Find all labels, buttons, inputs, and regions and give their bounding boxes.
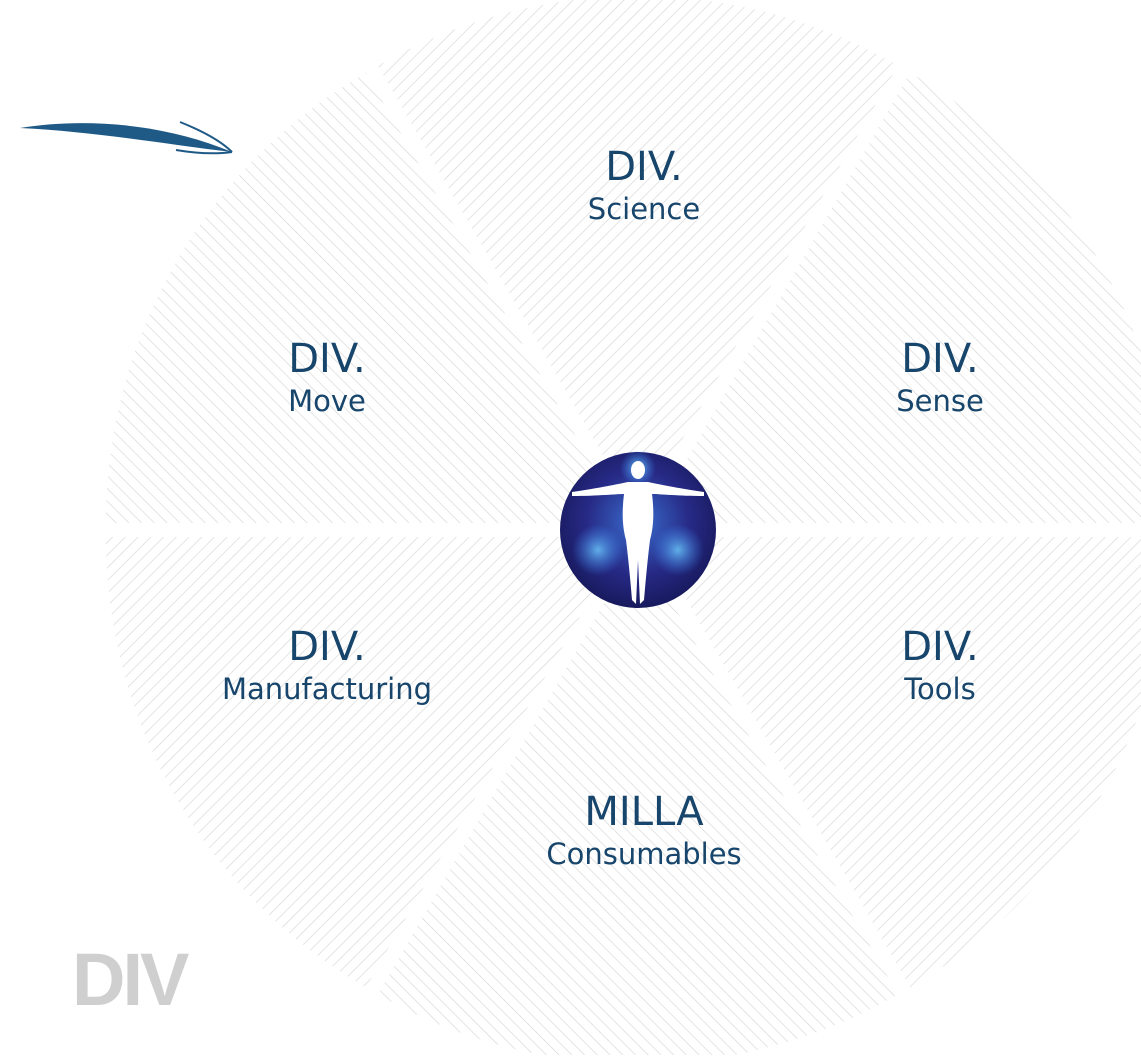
segment-label-manufacturing[interactable]: DIV.Manufacturing — [222, 625, 432, 707]
div-logo: DIV — [72, 938, 189, 1021]
wheel-segment-manufacturing[interactable] — [105, 537, 626, 988]
wheel-segment-sense[interactable] — [650, 72, 1141, 523]
segment-label-sense[interactable]: DIV.Sense — [896, 337, 984, 419]
segment-subtitle: Move — [288, 384, 366, 418]
wheel-segment-move[interactable] — [105, 72, 626, 523]
segment-title: DIV. — [901, 336, 979, 382]
segment-subtitle: Consumables — [546, 837, 742, 871]
wheel-segment-consumables[interactable] — [378, 544, 898, 1059]
human-figure-icon — [572, 461, 704, 604]
wheel-segment-tools[interactable] — [650, 537, 1141, 988]
segment-title: DIV. — [901, 624, 979, 670]
segment-subtitle: Science — [587, 192, 701, 226]
segment-title: DIV. — [288, 336, 366, 382]
segment-label-science[interactable]: DIV.Science — [588, 145, 700, 227]
wheel-segments — [105, 0, 1141, 1059]
segment-subtitle: Sense — [896, 384, 984, 418]
segment-title: DIV. — [288, 624, 366, 670]
segment-title: MILLA — [584, 789, 704, 835]
segment-label-tools[interactable]: DIV.Tools — [901, 625, 979, 707]
segment-label-move[interactable]: DIV.Move — [288, 337, 366, 419]
center-emblem — [560, 450, 716, 608]
segment-subtitle: Tools — [904, 672, 976, 706]
segment-subtitle: Manufacturing — [222, 672, 432, 706]
swoosh-arrow-icon — [20, 121, 233, 155]
wheel-segment-science[interactable] — [378, 0, 898, 516]
segment-title: DIV. — [605, 144, 683, 190]
